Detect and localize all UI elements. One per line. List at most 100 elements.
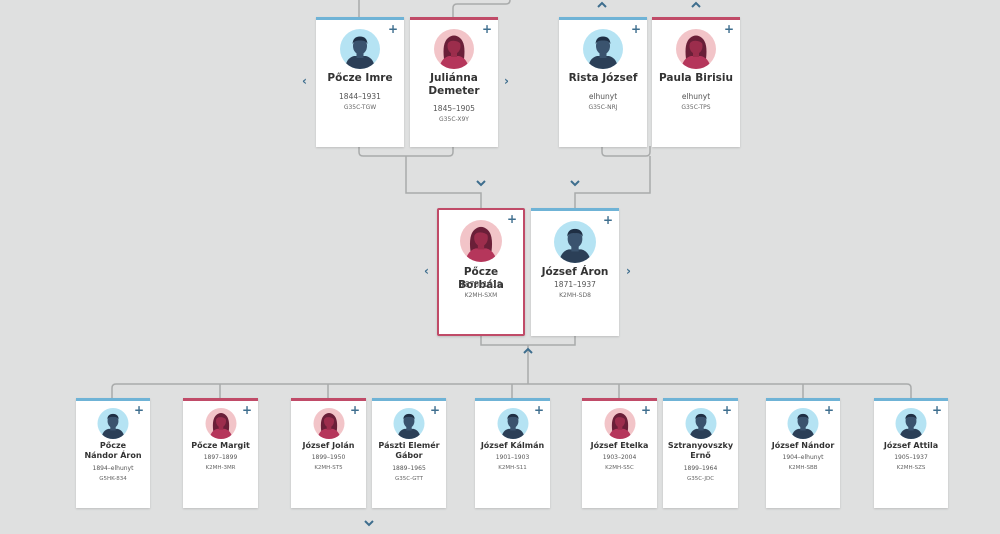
person-card-selected[interactable]: + Pőcze Borbála 1875–1919 K2MH-SXM (437, 208, 525, 336)
person-lifespan: 1901–1903 (495, 454, 530, 461)
collapse-down-icon[interactable] (570, 179, 580, 187)
add-relative-icon[interactable]: + (133, 403, 144, 417)
male-avatar-icon (685, 408, 716, 439)
person-card-grandfather-maternal[interactable]: + Rista József elhunyt G35C-NRJ (559, 17, 647, 147)
person-name: Pőcze Margit (191, 441, 250, 450)
expand-up-icon[interactable] (691, 1, 701, 9)
previous-arrow-icon[interactable]: ‹ (424, 264, 429, 278)
male-avatar-icon (497, 408, 528, 439)
female-avatar-icon (460, 220, 502, 262)
person-card-grandmother-maternal[interactable]: + Paula Birisiu elhunyt G35C-TPS (652, 17, 740, 147)
next-arrow-icon[interactable]: › (626, 264, 631, 278)
add-relative-icon[interactable]: + (823, 403, 834, 417)
add-relative-icon[interactable]: + (506, 212, 517, 226)
previous-arrow-icon[interactable]: ‹ (302, 74, 307, 88)
person-name: Rista József (568, 72, 638, 84)
add-relative-icon[interactable]: + (931, 403, 942, 417)
person-card-grandfather-paternal[interactable]: + Pőcze Imre 1844–1931 G35C-TGW (316, 17, 404, 147)
person-id: G5HK-834 (99, 476, 127, 482)
person-id: K2MH-SXM (464, 292, 498, 299)
child-card[interactable]: + József Jolán 1899–1950 K2MH-ST5 (291, 398, 366, 508)
add-relative-icon[interactable]: + (721, 403, 732, 417)
child-card[interactable]: + József Kálmán 1901–1903 K2MH-S11 (475, 398, 550, 508)
person-lifespan: 1899–1964 (683, 465, 718, 472)
expand-down-icon[interactable] (364, 519, 374, 527)
person-lifespan: 1899–1950 (311, 454, 346, 461)
person-id: G35C-GTT (395, 476, 423, 482)
person-lifespan: 1904–elhunyt (782, 454, 824, 461)
male-avatar-icon (554, 221, 596, 263)
add-relative-icon[interactable]: + (533, 403, 544, 417)
person-id: G35C-TPS (681, 104, 711, 111)
person-id: K2MH-3MR (205, 465, 236, 471)
person-lifespan: elhunyt (681, 92, 711, 101)
add-relative-icon[interactable]: + (349, 403, 360, 417)
female-avatar-icon (604, 408, 635, 439)
person-name: Pászti Elemér Gábor (378, 441, 440, 460)
person-name: József Kálmán (480, 441, 545, 450)
person-id: K2MH-S5C (605, 465, 634, 471)
add-relative-icon[interactable]: + (723, 22, 734, 36)
person-name: Pőcze Imre (327, 72, 393, 84)
person-lifespan: 1889–1965 (392, 465, 426, 472)
person-id: G35C-NRJ (588, 104, 618, 111)
male-avatar-icon (583, 29, 623, 69)
person-card-spouse[interactable]: + József Áron 1871–1937 K2MH-SD8 (531, 208, 619, 336)
child-card[interactable]: + Pőcze Margit 1897–1899 K2MH-3MR (183, 398, 258, 508)
add-relative-icon[interactable]: + (630, 22, 641, 36)
child-spouse-card[interactable]: + Sztranyovszky Ernő 1899–1964 G35C-JDC (663, 398, 738, 508)
add-relative-icon[interactable]: + (640, 403, 651, 417)
person-id: G35C-JDC (686, 476, 715, 482)
person-lifespan: 1903–2004 (602, 454, 637, 461)
person-name: Pőcze Borbála (458, 266, 504, 292)
child-card[interactable]: + József Attila 1905–1937 K2MH-SZS (874, 398, 948, 508)
collapse-down-icon[interactable] (476, 179, 486, 187)
male-avatar-icon (340, 29, 380, 69)
female-avatar-icon (434, 29, 474, 69)
male-avatar-icon (97, 408, 129, 439)
expand-up-icon[interactable] (597, 1, 607, 9)
person-lifespan: 1894–elhunyt (92, 465, 134, 472)
female-avatar-icon (205, 408, 236, 439)
add-relative-icon[interactable]: + (241, 403, 252, 417)
male-avatar-icon (787, 408, 819, 439)
person-id: G35C-X9Y (439, 116, 469, 123)
person-name: Juliánna Demeter (428, 72, 480, 98)
person-id: K2MH-ST5 (314, 465, 343, 471)
person-id: K2MH-SD8 (559, 292, 591, 299)
person-name: József Attila (883, 441, 939, 450)
person-name: József Áron (541, 266, 609, 278)
person-id: K2MH-SBB (788, 465, 818, 471)
person-lifespan: 1844–1931 (339, 92, 381, 101)
person-lifespan: 1875–1919 (460, 280, 502, 289)
person-id: G35C-TGW (343, 104, 377, 111)
person-name: Paula Birisiu (658, 72, 734, 84)
person-lifespan: 1845–1905 (433, 104, 475, 113)
person-card-grandmother-paternal[interactable]: + Juliánna Demeter 1845–1905 G35C-X9Y (410, 17, 498, 147)
person-name: Sztranyovszky Ernő (667, 441, 734, 460)
person-lifespan: 1897–1899 (203, 454, 238, 461)
person-id: K2MH-S11 (498, 465, 527, 471)
male-avatar-icon (895, 408, 927, 439)
child-spouse-card[interactable]: + Pászti Elemér Gábor 1889–1965 G35C-GTT (372, 398, 446, 508)
add-relative-icon[interactable]: + (481, 22, 492, 36)
person-lifespan: 1871–1937 (554, 280, 596, 289)
add-relative-icon[interactable]: + (429, 403, 440, 417)
add-relative-icon[interactable]: + (387, 22, 398, 36)
person-lifespan: elhunyt (588, 92, 618, 101)
person-name: József Jolán (302, 441, 355, 450)
next-arrow-icon[interactable]: › (504, 74, 509, 88)
male-avatar-icon (393, 408, 425, 439)
person-id: K2MH-SZS (896, 465, 926, 471)
female-avatar-icon (313, 408, 344, 439)
child-card[interactable]: + Pőcze Nándor Áron 1894–elhunyt G5HK-83… (76, 398, 150, 508)
person-name: Pőcze Nándor Áron (84, 441, 142, 460)
child-card[interactable]: + József Nándor 1904–elhunyt K2MH-SBB (766, 398, 840, 508)
person-lifespan: 1905–1937 (894, 454, 928, 461)
add-relative-icon[interactable]: + (602, 213, 613, 227)
person-name: József Etelka (590, 441, 649, 450)
collapse-up-icon[interactable] (523, 347, 533, 355)
child-card[interactable]: + József Etelka 1903–2004 K2MH-S5C (582, 398, 657, 508)
female-avatar-icon (676, 29, 716, 69)
